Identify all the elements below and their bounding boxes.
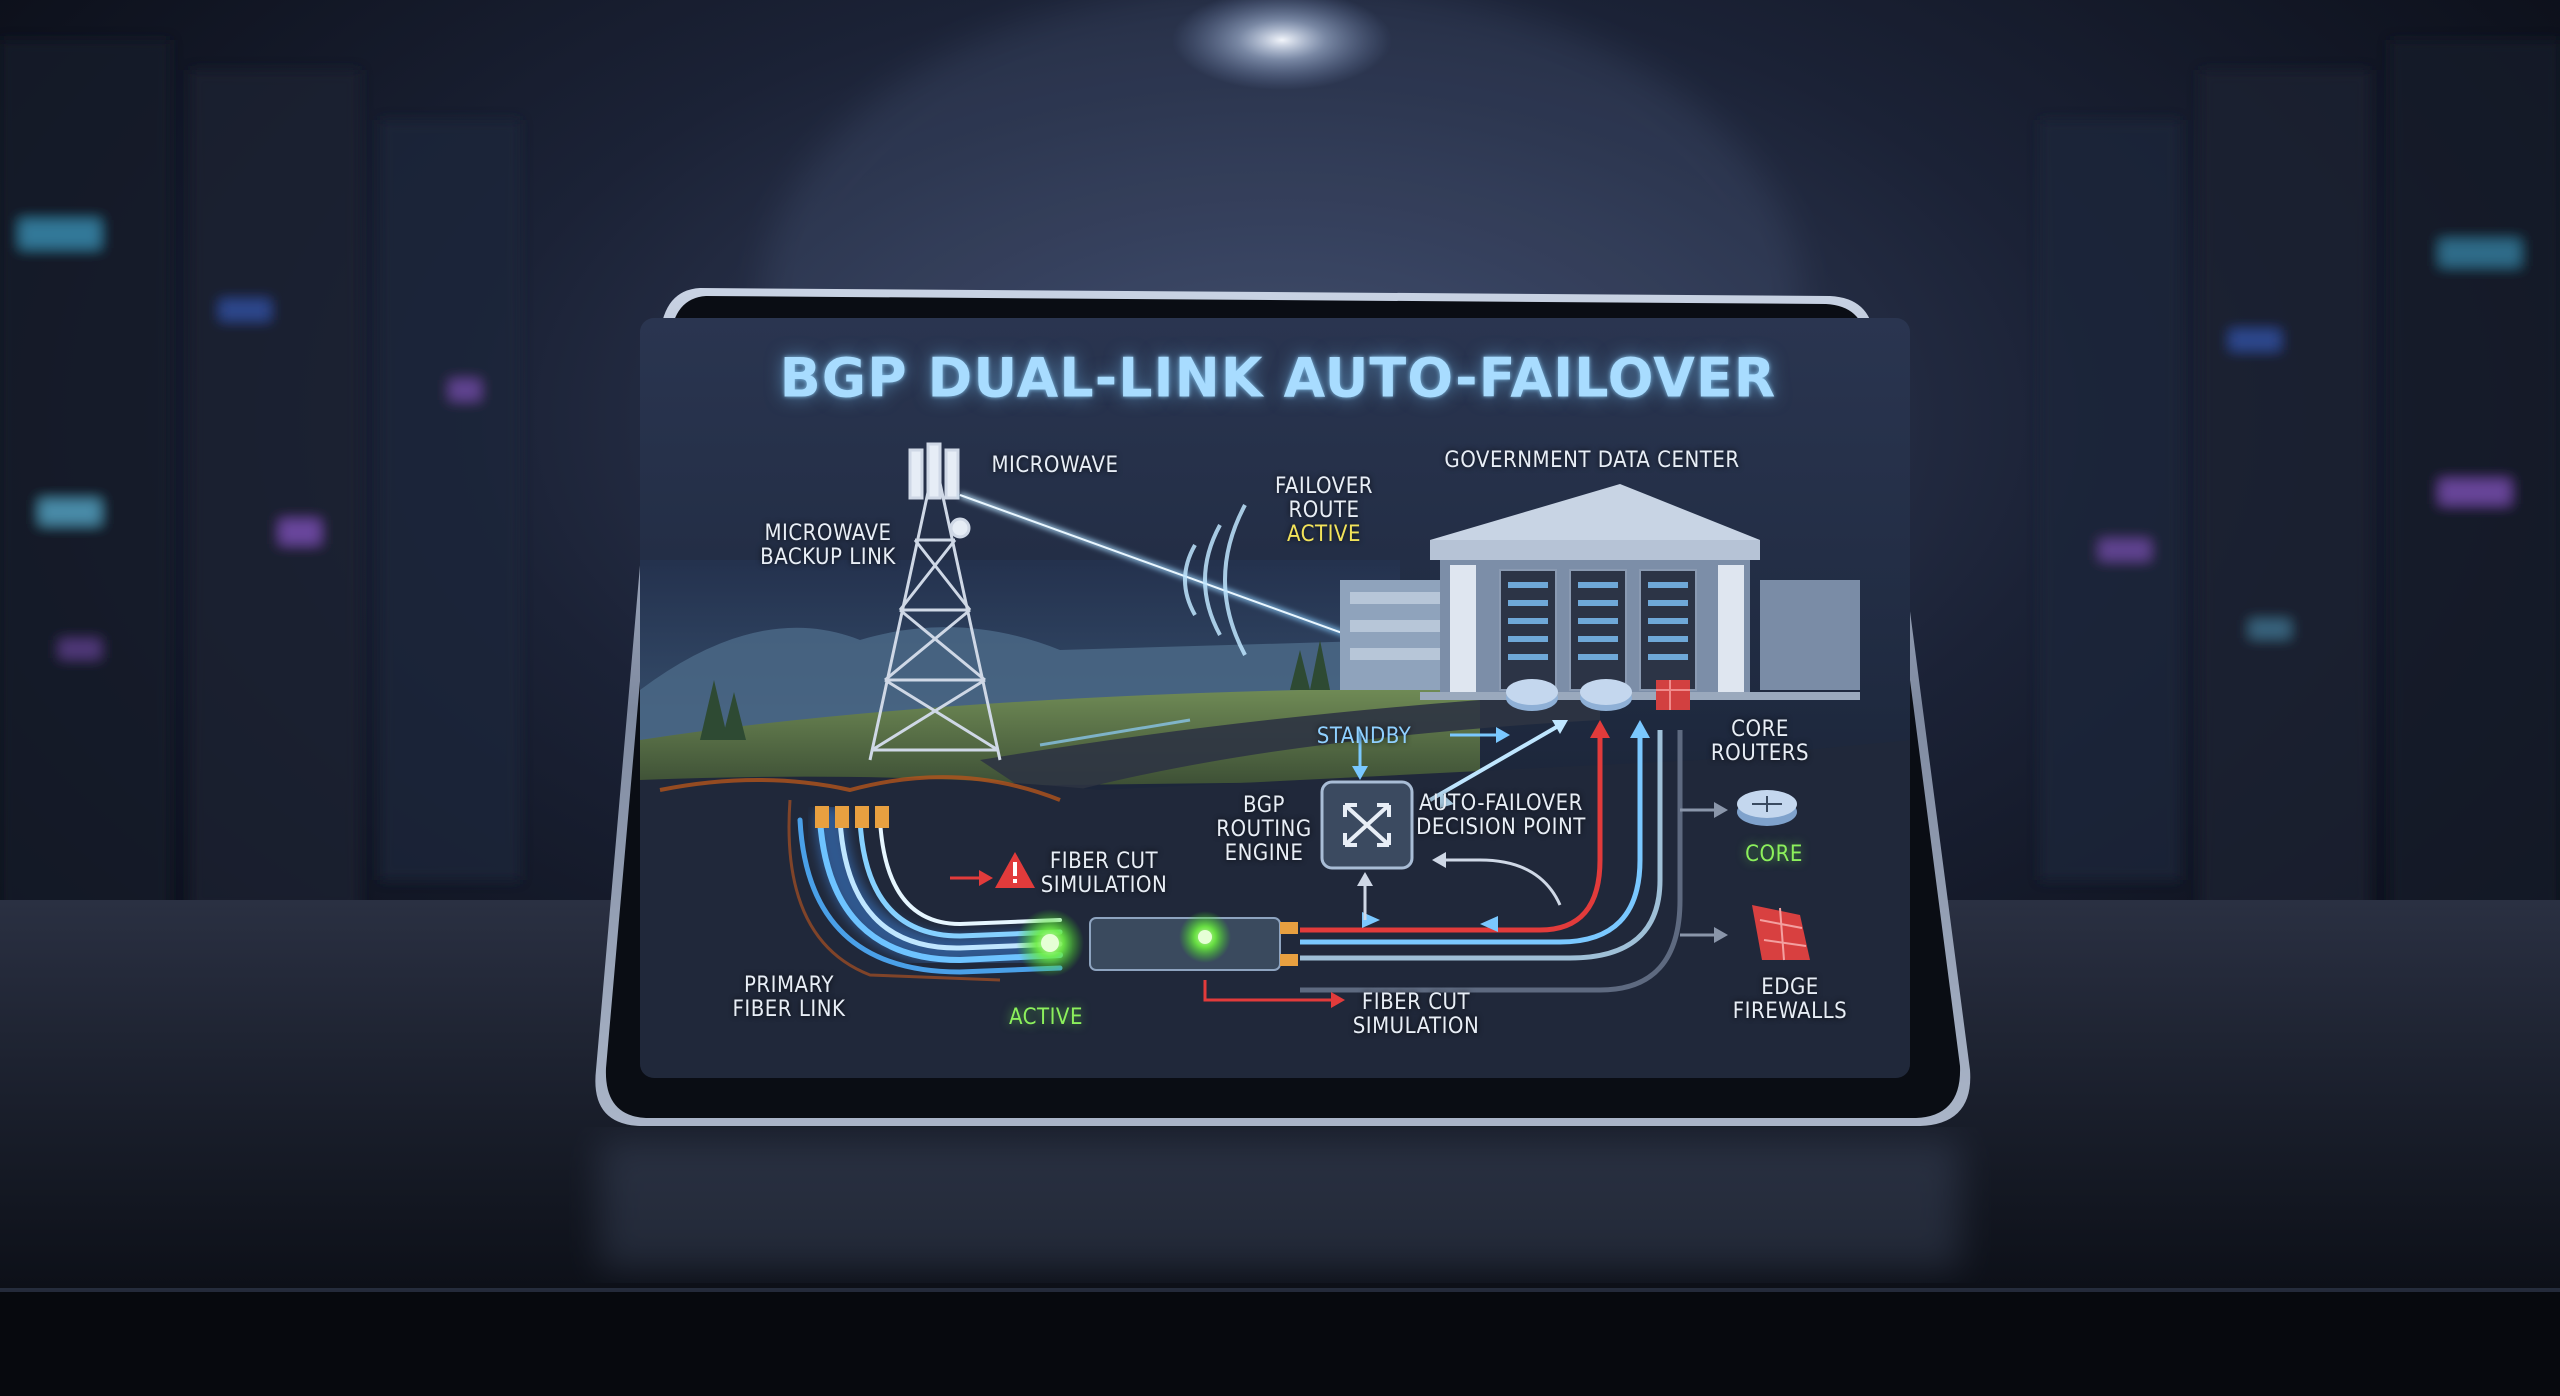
grass (640, 690, 1480, 790)
bgp-engine-icon (1320, 780, 1414, 870)
firewall-icon (1752, 905, 1810, 961)
label-standby: STANDBY (1316, 724, 1412, 749)
label-edge-firewalls: EDGE FIREWALLS (1732, 975, 1848, 1024)
label-fiber-cut-1: FIBER CUT SIMULATION (1040, 849, 1168, 898)
tablet-reflection (600, 1140, 1960, 1270)
label-failover-active: ACTIVE (1287, 522, 1361, 547)
label-primary-fiber-link: PRIMARY FIBER LINK (732, 973, 846, 1022)
fiber-bundle (797, 805, 1065, 975)
label-datacenter: GOVERNMENT DATA CENTER (1444, 448, 1740, 473)
fiber-connectors (815, 806, 889, 828)
server-racks-left (0, 40, 520, 920)
routing-paths (1300, 730, 1683, 993)
screen-content (640, 442, 1910, 1078)
router-icon (1506, 679, 1690, 711)
label-failover-route: FAILOVER ROUTE (1275, 474, 1373, 523)
signal-waves (1183, 504, 1247, 656)
label-active: ACTIVE (1009, 1005, 1083, 1030)
datacenter-icon (1340, 484, 1860, 700)
label-microwave: MICROWAVE (991, 453, 1119, 478)
page-title: BGP DUAL-LINK AUTO-FAILOVER (779, 346, 1777, 410)
label-core: CORE (1745, 842, 1803, 867)
warning-icon (995, 852, 1035, 888)
label-microwave-backup-link: MICROWAVE BACKUP LINK (760, 521, 896, 570)
label-decision-point: AUTO-FAILOVER DECISION POINT (1416, 791, 1586, 840)
label-core-routers: CORE ROUTERS (1710, 717, 1810, 766)
label-fiber-cut-2: FIBER CUT SIMULATION (1352, 990, 1480, 1039)
trees (700, 640, 1330, 740)
tower-icon (868, 442, 1002, 761)
server-racks-right (2040, 40, 2560, 920)
label-bgp-routing-engine: BGP ROUTING ENGINE (1216, 793, 1312, 866)
arrow-heads (1362, 720, 1650, 932)
core-router-icon (1737, 790, 1797, 826)
